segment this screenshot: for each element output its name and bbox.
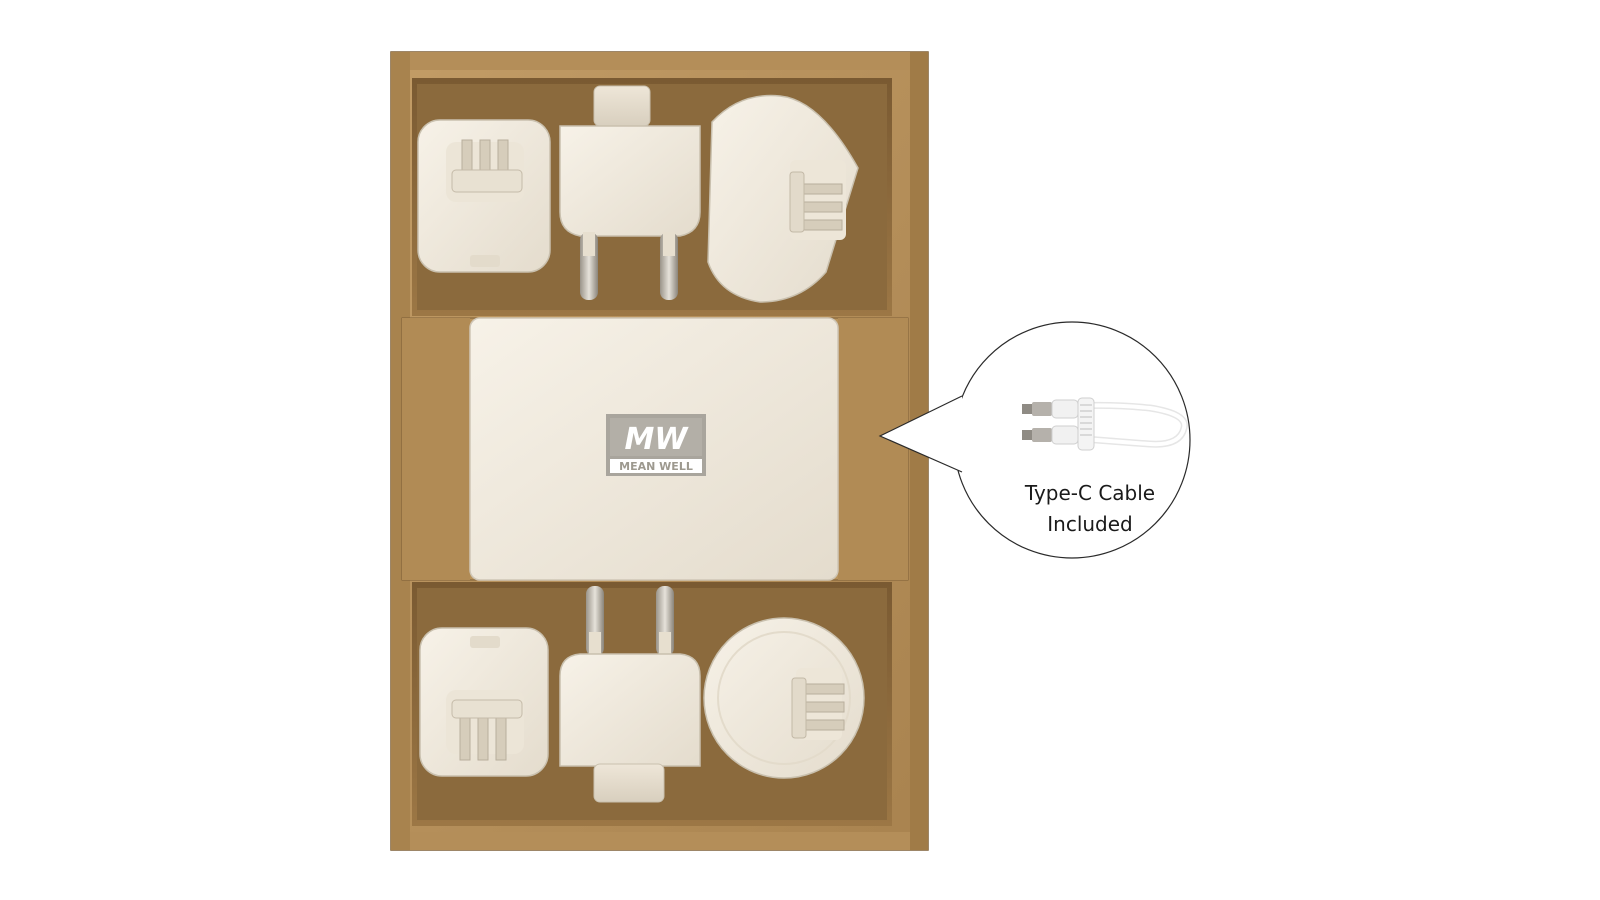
callout-line-2: Included [1047, 512, 1133, 536]
brand-logo: MW MEAN WELL [606, 414, 706, 476]
cable-callout-label: Type-C Cable Included [985, 478, 1195, 540]
eu-plug-adapter-icon [559, 586, 701, 803]
uk-plug-adapter-icon [707, 94, 859, 303]
us-plug-adapter-icon [419, 627, 549, 777]
au-plug-adapter-icon [703, 617, 865, 779]
callout-line-1: Type-C Cable [1024, 481, 1156, 505]
eu-plug-adapter-icon [559, 85, 701, 300]
logo-monogram: MW [625, 422, 690, 457]
us-plug-adapter-icon [417, 119, 551, 273]
logo-wordmark: MEAN WELL [619, 460, 693, 473]
usb-c-cable-icon [1022, 397, 1188, 451]
